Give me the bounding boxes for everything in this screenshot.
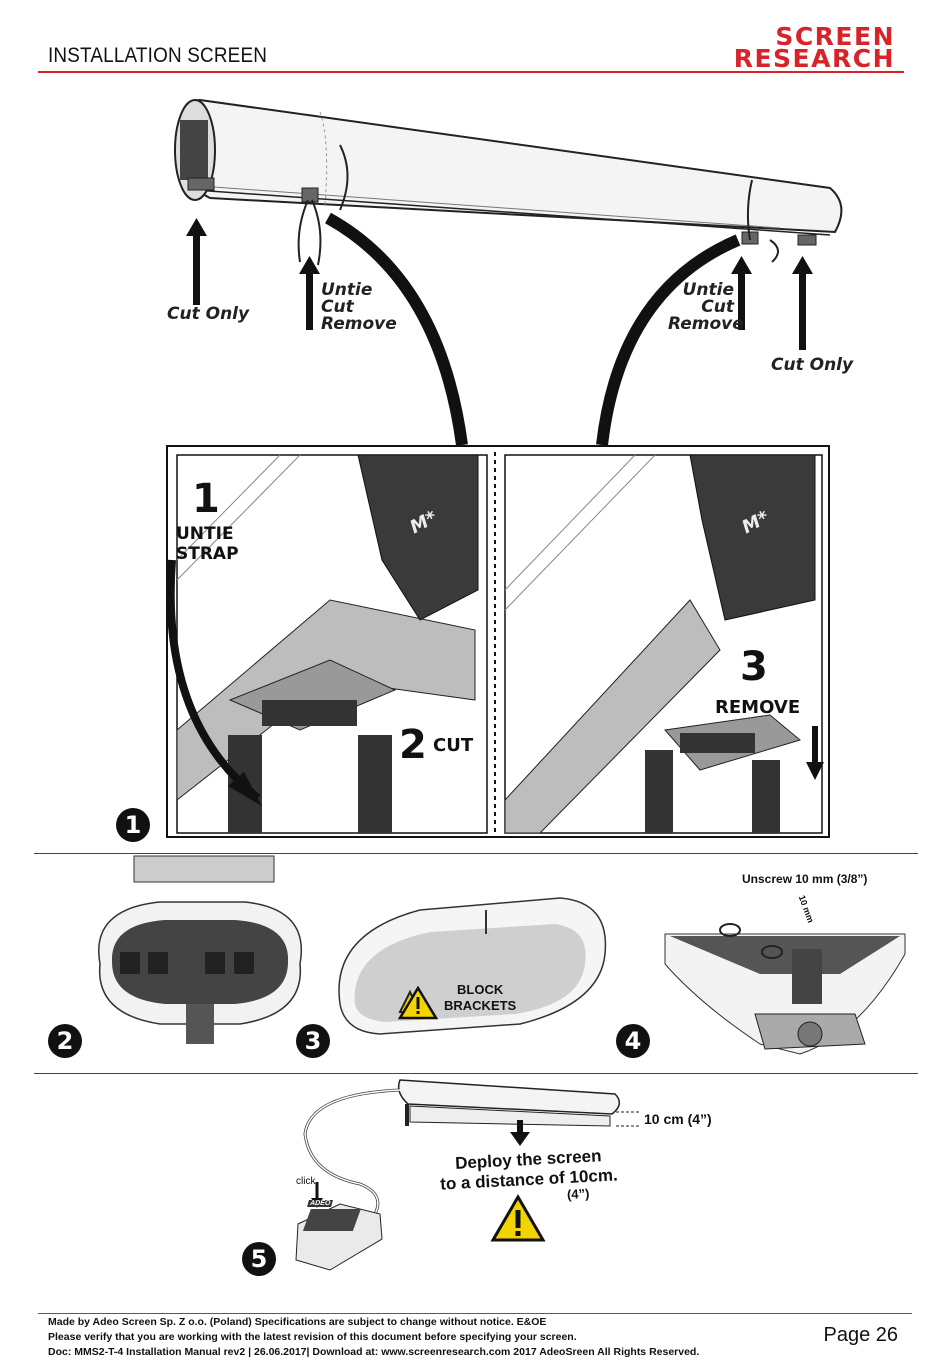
step-1-number: 1: [192, 476, 220, 522]
step-3-text: REMOVE: [715, 697, 801, 718]
section-divider-2: [34, 1073, 918, 1074]
step-3-number: 3: [740, 644, 768, 690]
step-badge-3: 3: [296, 1024, 330, 1058]
unscrew-label: Unscrew 10 mm (3/8”): [742, 872, 868, 886]
click-label: click: [296, 1176, 316, 1187]
step-1-line-1: UNTIE: [176, 524, 234, 544]
page-number: Page 26: [823, 1324, 898, 1346]
warning-triangle-icon: [490, 1194, 546, 1244]
step-badge-2: 2: [48, 1024, 82, 1058]
untie-right-label: Untie Cut Remove: [668, 280, 744, 334]
footer-rule: [38, 1313, 912, 1314]
deploy-illustration: [295, 1079, 640, 1271]
row2-illustrations: [98, 855, 906, 1055]
block-brackets-line-2: BRACKETS: [444, 998, 517, 1013]
footer-line-1: Made by Adeo Screen Sp. Z o.o. (Poland) …: [48, 1316, 547, 1328]
step-badge-4: 4: [616, 1024, 650, 1058]
footer-line-2: Please verify that you are working with …: [48, 1331, 577, 1343]
section-divider-1: [34, 853, 918, 854]
block-brackets-label: BLOCK BRACKETS: [444, 982, 516, 1014]
logo-line-1: SCREEN: [775, 22, 895, 51]
step-1-text: UNTIE STRAP: [176, 524, 239, 564]
footer-line-3: Doc: MMS2-T-4 Installation Manual rev2 |…: [48, 1346, 700, 1358]
untie-right-line-1: Untie: [682, 280, 734, 300]
untie-right-line-2: Cut: [701, 297, 734, 317]
step-2-text: CUT: [433, 735, 474, 756]
block-brackets-line-1: BLOCK: [457, 982, 504, 997]
cut-only-right-label: Cut Only: [771, 355, 854, 375]
header-rule: [38, 71, 904, 73]
untie-right-line-3: Remove: [668, 314, 744, 334]
brand-logo: SCREEN RESEARCH: [733, 22, 895, 73]
step-1-line-2: STRAP: [176, 544, 239, 564]
warning-triangle-icon: [397, 985, 439, 1020]
remote-brand: ADEO: [307, 1200, 334, 1207]
untie-left-line-3: Remove: [321, 314, 397, 334]
step-2-number: 2: [399, 722, 427, 768]
untie-left-line-2: Cut: [321, 297, 354, 317]
cut-only-left-label: Cut Only: [167, 304, 250, 324]
step-badge-1: 1: [116, 808, 150, 842]
logo-line-2: RESEARCH: [733, 44, 895, 73]
screen-casing-illustration: [166, 98, 843, 838]
step-badge-5: 5: [242, 1242, 276, 1276]
distance-label: 10 cm (4”): [644, 1111, 712, 1127]
untie-left-label: Untie Cut Remove: [321, 282, 397, 333]
untie-left-line-1: Untie: [321, 280, 373, 300]
page-title: INSTALLATION SCREEN: [48, 44, 268, 67]
